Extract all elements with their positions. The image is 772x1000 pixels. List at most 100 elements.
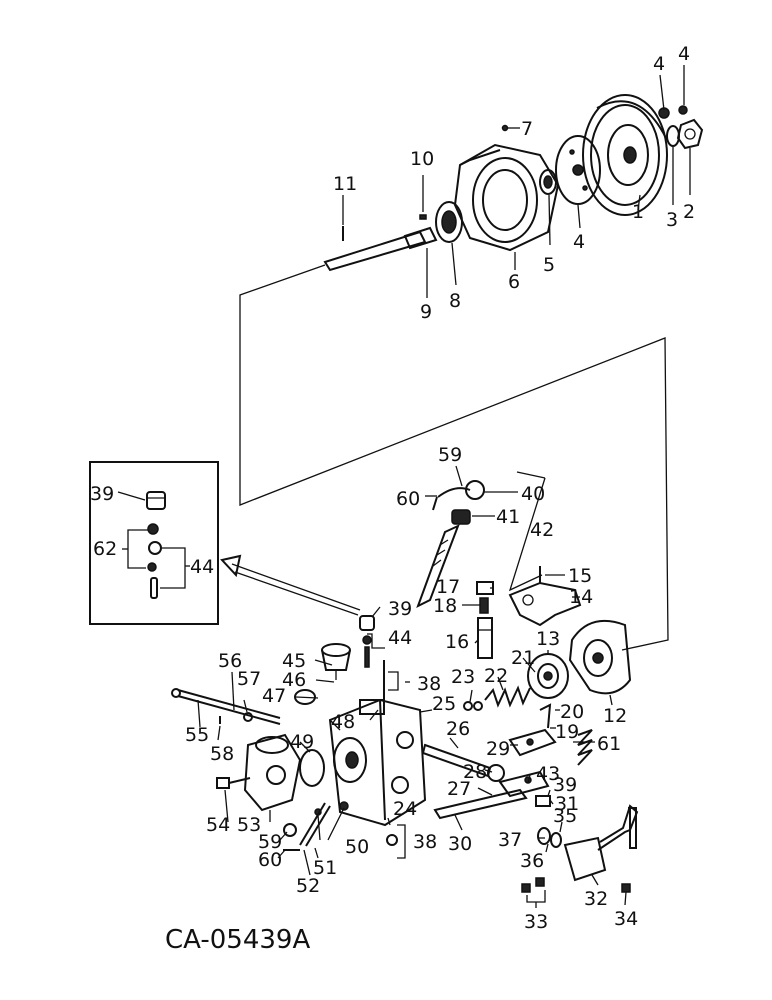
callout-22: 22 xyxy=(484,665,508,687)
callout-34: 34 xyxy=(614,908,638,930)
callout-32: 32 xyxy=(584,888,608,910)
hub-plate xyxy=(555,135,601,205)
callout-50: 50 xyxy=(345,836,369,858)
callout-40: 40 xyxy=(521,483,545,505)
oil-cup xyxy=(321,643,351,680)
callout-59: 59 xyxy=(258,831,282,853)
callout-56: 56 xyxy=(218,650,242,672)
delivery-valve xyxy=(416,524,460,609)
inset-pointer-arrow xyxy=(220,554,361,616)
callout-44: 44 xyxy=(388,627,412,649)
callout-7: 7 xyxy=(521,118,533,140)
o-ring xyxy=(463,701,473,711)
callout-62: 62 xyxy=(93,538,117,560)
plunger xyxy=(150,577,158,599)
callout-55: 55 xyxy=(185,724,209,746)
callout-21: 21 xyxy=(511,647,535,669)
callout-39: 39 xyxy=(553,774,577,796)
pin xyxy=(501,124,509,132)
callout-31: 31 xyxy=(555,793,579,815)
callout-57: 57 xyxy=(237,668,261,690)
cap xyxy=(146,491,166,510)
callout-1: 1 xyxy=(632,201,644,223)
callout-20: 20 xyxy=(560,701,584,723)
callout-15: 15 xyxy=(568,565,592,587)
callout-27: 27 xyxy=(447,778,471,800)
pump-body xyxy=(328,698,427,827)
callout-37: 37 xyxy=(498,829,522,851)
callout-36: 36 xyxy=(520,850,544,872)
bolt xyxy=(216,777,251,789)
callout-51: 51 xyxy=(313,857,337,879)
callout-35: 35 xyxy=(553,805,577,827)
bearing xyxy=(435,201,463,243)
washer xyxy=(537,827,551,845)
callout-44: 44 xyxy=(190,556,214,578)
valve xyxy=(477,617,493,659)
washer xyxy=(666,125,680,147)
callout-53: 53 xyxy=(237,814,261,836)
banjo-fitting xyxy=(283,823,300,851)
callout-8: 8 xyxy=(449,290,461,312)
callout-19: 19 xyxy=(555,721,579,743)
callout-12: 12 xyxy=(603,705,627,727)
callout-6: 6 xyxy=(508,271,520,293)
o-ring xyxy=(473,701,483,711)
detail-inset xyxy=(89,461,219,625)
callout-24: 24 xyxy=(393,798,417,820)
callout-47: 47 xyxy=(262,685,286,707)
callout-48: 48 xyxy=(331,711,355,733)
callout-leaders-lower xyxy=(197,465,627,908)
callout-2: 2 xyxy=(683,201,695,223)
bracket xyxy=(508,581,582,627)
callout-13: 13 xyxy=(536,628,560,650)
callout-leaders-upper xyxy=(342,65,691,298)
callout-9: 9 xyxy=(420,301,432,323)
fuel-line xyxy=(299,802,331,847)
throttle-lever xyxy=(508,703,557,757)
washer xyxy=(294,689,316,705)
callout-11: 11 xyxy=(333,173,357,195)
callout-60: 60 xyxy=(258,849,282,871)
callout-28: 28 xyxy=(463,761,487,783)
callout-4: 4 xyxy=(573,231,585,253)
tie-rod xyxy=(171,688,281,725)
housing xyxy=(453,143,560,252)
callout-labels: 1 2 3 4 4 4 5 6 7 8 9 10 11 12 13 14 15 … xyxy=(90,43,695,933)
callout-25: 25 xyxy=(432,693,456,715)
callout-43: 43 xyxy=(536,763,560,785)
callout-4: 4 xyxy=(678,43,690,65)
washer xyxy=(550,832,562,848)
injection-pump-assembly xyxy=(171,480,639,893)
callout-46: 46 xyxy=(282,669,306,691)
callout-54: 54 xyxy=(206,814,230,836)
seal xyxy=(539,169,557,195)
pulley xyxy=(582,94,668,216)
cap xyxy=(359,615,375,631)
key xyxy=(419,214,427,220)
transfer-pump xyxy=(243,733,302,812)
governor-spring xyxy=(484,685,531,708)
nut xyxy=(386,834,398,846)
control-shaft xyxy=(421,743,505,782)
bolt xyxy=(535,795,551,807)
nut xyxy=(676,118,704,150)
callout-5: 5 xyxy=(543,254,555,276)
bolt xyxy=(521,883,531,893)
plunger xyxy=(364,646,370,668)
return-spring xyxy=(577,729,593,766)
callout-61: 61 xyxy=(597,733,621,755)
o-ring xyxy=(147,562,157,572)
gasket xyxy=(299,749,325,787)
callout-10: 10 xyxy=(410,148,434,170)
o-ring xyxy=(362,635,372,645)
bolt xyxy=(535,877,545,887)
callout-38: 38 xyxy=(413,831,437,853)
callout-60: 60 xyxy=(396,488,420,510)
governor-housing xyxy=(568,619,632,695)
callout-39: 39 xyxy=(388,598,412,620)
shut-off-bracket xyxy=(563,804,639,882)
callout-49: 49 xyxy=(290,731,314,753)
screw xyxy=(621,883,631,893)
